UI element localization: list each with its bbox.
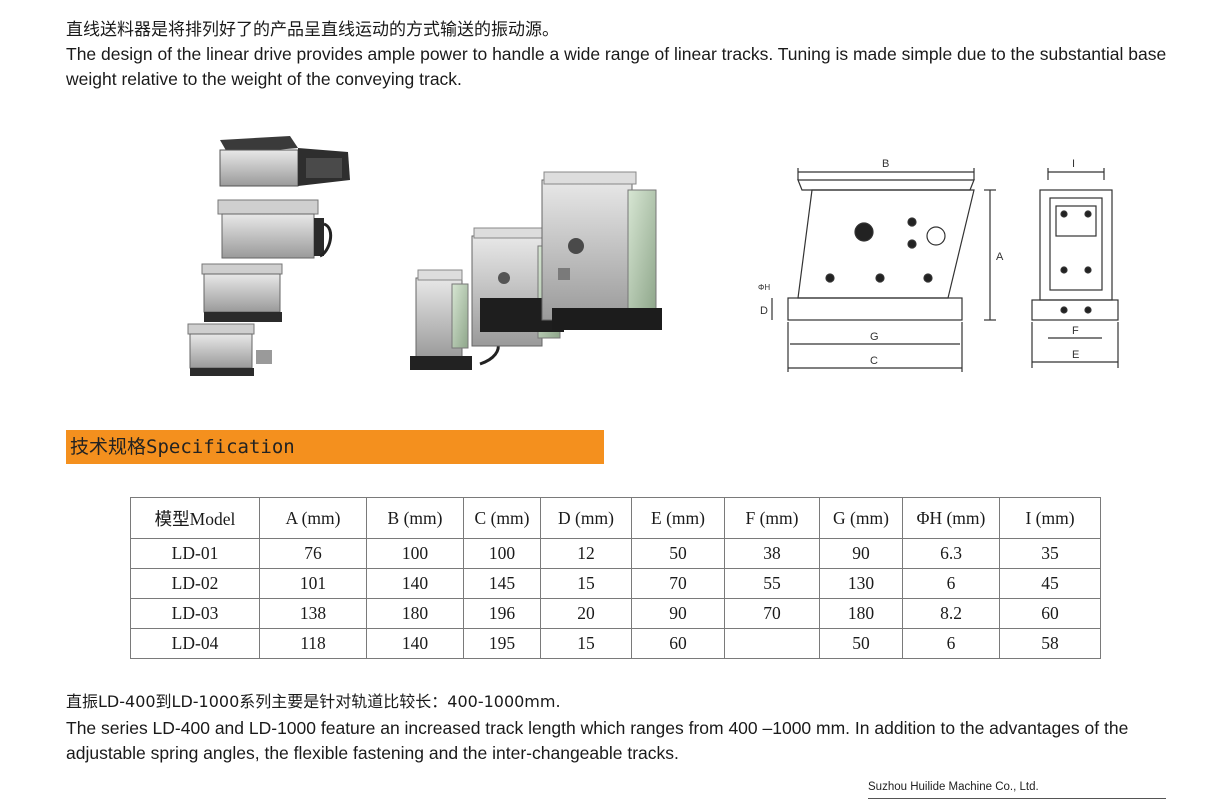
cell-phi-h: 6: [902, 568, 1000, 599]
label-phi-h: ΦH: [758, 283, 770, 292]
header-i: I (mm): [999, 497, 1101, 539]
cell-e: 90: [631, 598, 725, 629]
cell-c: 100: [463, 538, 541, 569]
feeder-photo-large: [217, 199, 333, 259]
cell-g: 180: [819, 598, 903, 629]
specification-banner: 技术规格Specification: [66, 430, 604, 464]
product-photos: [187, 136, 662, 376]
cell-model: LD-01: [130, 538, 260, 569]
cell-d: 15: [540, 628, 632, 659]
cell-model: LD-04: [130, 628, 260, 659]
intro-chinese-text: 直线送料器是将排列好了的产品呈直线运动的方式输送的振动源。: [66, 20, 559, 40]
label-b: B: [882, 158, 889, 170]
header-phi-h: ΦH (mm): [902, 497, 1000, 539]
outro-english-text: The series LD-400 and LD-1000 feature an…: [66, 718, 1129, 763]
outro-section: 直振LD-400到LD-1000系列主要是针对轨道比较长：400-1000mm.…: [66, 690, 1191, 766]
cell-model: LD-03: [130, 598, 260, 629]
label-c: C: [870, 355, 878, 367]
cell-phi-h: 8.2: [902, 598, 1000, 629]
feeder-photo-small: [187, 323, 272, 376]
cell-d: 20: [540, 598, 632, 629]
feeder-photo-group-large: [541, 171, 662, 330]
cell-b: 140: [366, 628, 464, 659]
cell-b: 100: [366, 538, 464, 569]
header-b: B (mm): [366, 497, 464, 539]
cell-e: 50: [631, 538, 725, 569]
cell-d: 12: [540, 538, 632, 569]
cell-phi-h: 6: [902, 628, 1000, 659]
cell-g: 50: [819, 628, 903, 659]
label-a: A: [996, 251, 1004, 263]
cell-i: 60: [999, 598, 1101, 629]
cell-a: 101: [259, 568, 367, 599]
cell-phi-h: 6.3: [902, 538, 1000, 569]
cell-f: 55: [724, 568, 820, 599]
label-g: G: [870, 331, 879, 343]
header-g: G (mm): [819, 497, 903, 539]
header-a: A (mm): [259, 497, 367, 539]
table-row: LD-01 76 100 100 12 50 38 90 6.3 35: [130, 538, 1101, 569]
label-d: D: [760, 305, 768, 317]
cell-model: LD-02: [130, 568, 260, 599]
header-e: E (mm): [631, 497, 725, 539]
technical-drawings: B A D ΦH G C I F E: [758, 158, 1119, 372]
intro-english-text: The design of the linear drive provides …: [66, 44, 1167, 89]
cell-e: 70: [631, 568, 725, 599]
cell-d: 15: [540, 568, 632, 599]
cell-c: 195: [463, 628, 541, 659]
side-view-drawing: [771, 168, 996, 372]
feeder-photo-group-small: [410, 269, 500, 370]
company-underline: [868, 798, 1166, 799]
cell-a: 118: [259, 628, 367, 659]
header-d: D (mm): [540, 497, 632, 539]
cell-b: 180: [366, 598, 464, 629]
cell-i: 35: [999, 538, 1101, 569]
cell-a: 76: [259, 538, 367, 569]
table-header-row: 模型Model A (mm) B (mm) C (mm) D (mm) E (m…: [130, 497, 1101, 539]
front-view-drawing: [1031, 168, 1119, 368]
cell-f: 38: [724, 538, 820, 569]
header-c: C (mm): [463, 497, 541, 539]
cell-e: 60: [631, 628, 725, 659]
table-row: LD-03 138 180 196 20 90 70 180 8.2 60: [130, 598, 1101, 629]
intro-section: 直线送料器是将排列好了的产品呈直线运动的方式输送的振动源。 The design…: [66, 18, 1186, 92]
table-row: LD-04 118 140 195 15 60 50 6 58: [130, 628, 1101, 659]
label-i: I: [1072, 158, 1075, 170]
cell-c: 196: [463, 598, 541, 629]
header-model: 模型Model: [130, 497, 260, 539]
cell-c: 145: [463, 568, 541, 599]
table-row: LD-02 101 140 145 15 70 55 130 6 45: [130, 568, 1101, 599]
cell-g: 130: [819, 568, 903, 599]
label-e: E: [1072, 349, 1079, 361]
cell-g: 90: [819, 538, 903, 569]
header-f: F (mm): [724, 497, 820, 539]
label-f: F: [1072, 325, 1079, 337]
company-name: Suzhou Huilide Machine Co., Ltd.: [868, 781, 1039, 793]
cell-a: 138: [259, 598, 367, 629]
feeder-photo-top: [219, 136, 350, 187]
cell-i: 58: [999, 628, 1101, 659]
specification-table: 模型Model A (mm) B (mm) C (mm) D (mm) E (m…: [130, 497, 1101, 659]
outro-chinese-text: 直振LD-400到LD-1000系列主要是针对轨道比较长：400-1000mm.: [66, 692, 561, 711]
cell-b: 140: [366, 568, 464, 599]
cell-f: 70: [724, 598, 820, 629]
feeder-photo-medium: [201, 263, 283, 322]
cell-i: 45: [999, 568, 1101, 599]
cell-f: [724, 628, 820, 659]
